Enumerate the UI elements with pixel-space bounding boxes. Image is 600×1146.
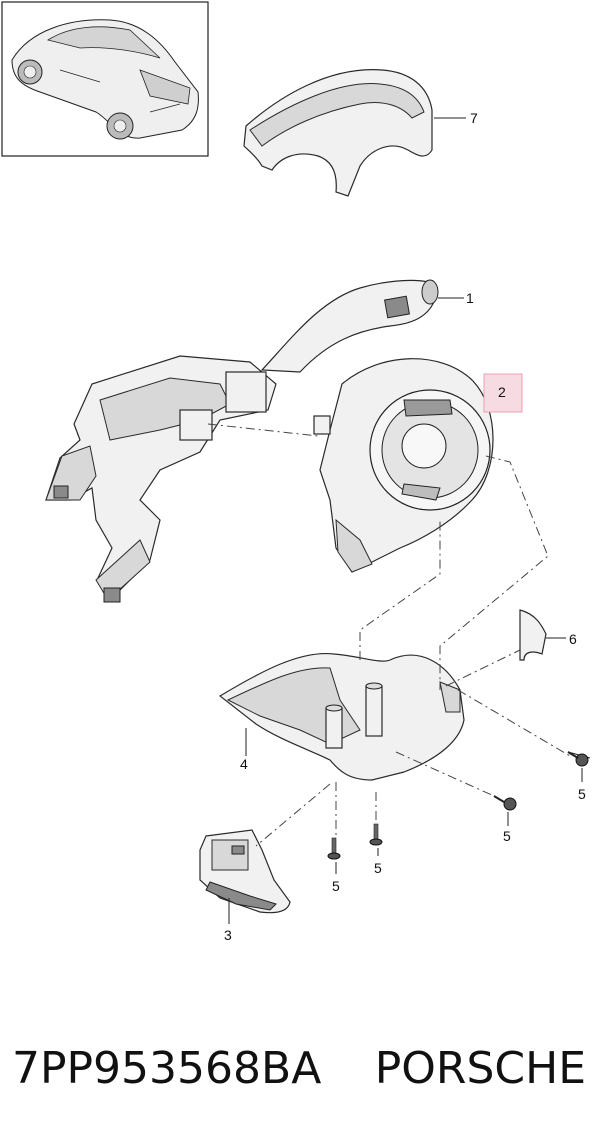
brand-name: PORSCHE [374, 1042, 586, 1094]
callout-6: 6 [569, 631, 577, 647]
callout-5d: 5 [374, 860, 382, 876]
part-number: 7PP953568BA [12, 1042, 322, 1094]
screw-5c [327, 837, 341, 874]
callout-5b: 5 [503, 828, 511, 844]
callout-2: 2 [498, 384, 506, 400]
callout-2-highlight [483, 373, 523, 413]
callout-5a: 5 [578, 786, 586, 802]
screw-5d [369, 823, 383, 856]
part-3-switch-module [199, 829, 291, 924]
part-4-lower-cover [218, 652, 465, 781]
vehicle-inset [1, 1, 209, 157]
part-1-combination-switch [45, 279, 464, 603]
callout-4: 4 [240, 756, 248, 772]
callouts: 7 1 2 6 4 5 5 5 5 3 [224, 110, 586, 943]
part-2-clock-spring [313, 358, 494, 573]
alignment-lines [207, 423, 571, 847]
exploded-parts-diagram: 7 1 2 6 4 5 5 5 5 3 [1, 1, 591, 943]
part-footer: 7PP953568BA PORSCHE [0, 1028, 600, 1108]
part-7-upper-cover [243, 69, 466, 197]
screw-5b [493, 795, 517, 826]
callout-5c: 5 [332, 878, 340, 894]
part-6-trim-clip [519, 609, 566, 661]
callout-3: 3 [224, 927, 232, 943]
callout-1: 1 [466, 290, 474, 306]
car-illustration [11, 19, 199, 140]
screw-5a [567, 751, 591, 782]
callout-7: 7 [470, 110, 478, 126]
